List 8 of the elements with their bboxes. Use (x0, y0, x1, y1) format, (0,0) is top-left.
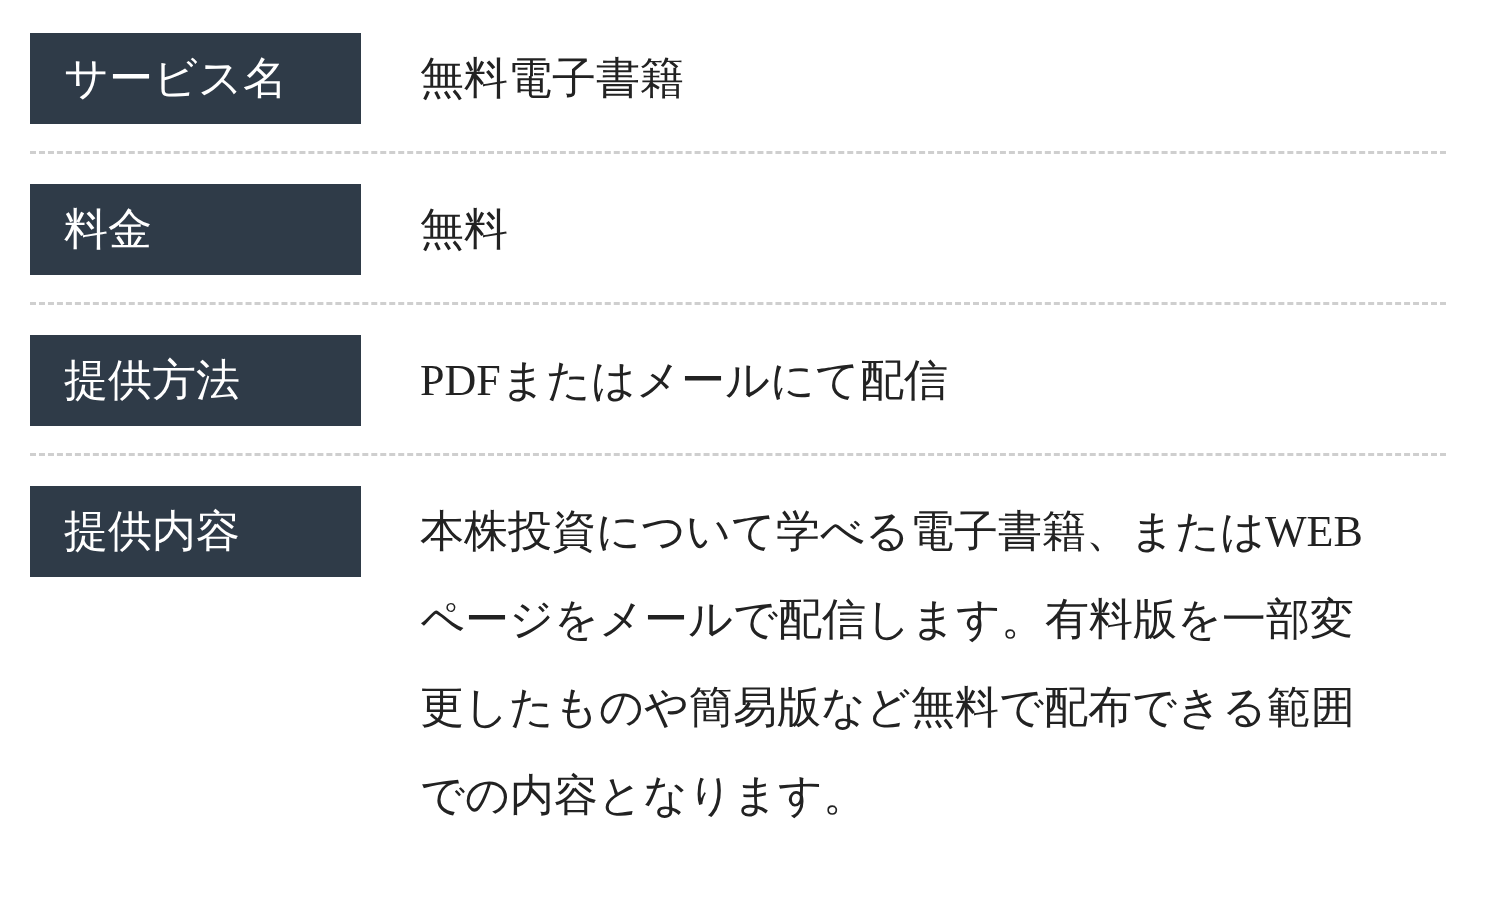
row-heading: サービス名 (30, 33, 361, 124)
value-text: 本株投資について学べる電子書籍、またはWEBページをメールで配信します。有料版を一部変更したものや簡易版など無料で配布できる範囲での内容となります。 (420, 506, 1364, 822)
row-heading: 提供方法 (30, 335, 361, 426)
row-heading: 料金 (30, 184, 361, 275)
value-text: PDFまたはメールにて配信 (420, 355, 949, 407)
value-text: 無料電子書籍 (420, 53, 685, 105)
row-heading: 提供内容 (30, 486, 361, 577)
value-text: 無料 (420, 204, 509, 256)
